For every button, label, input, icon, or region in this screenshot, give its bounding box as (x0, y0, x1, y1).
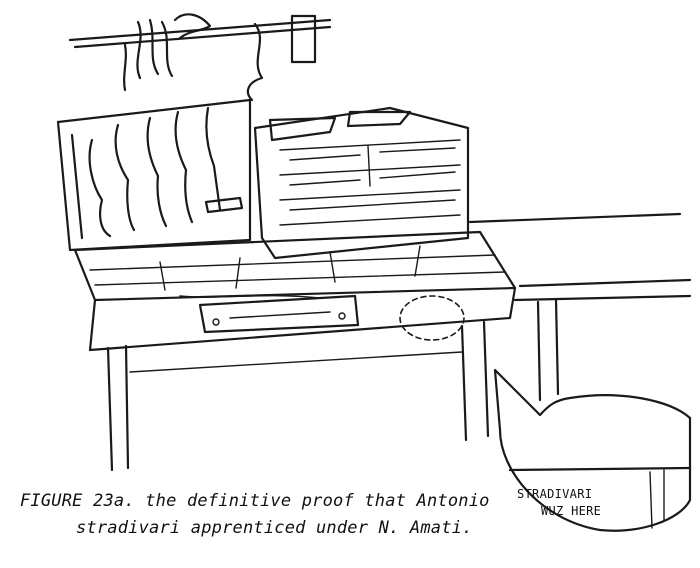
bubble-text: STRADIVARI WUZ HERE (517, 486, 647, 520)
side-table (468, 212, 692, 402)
caption-line-2: stradivari apprenticed under N. Amati. (76, 518, 473, 538)
drawer-cabinet (253, 106, 470, 260)
speech-bubble (493, 368, 692, 532)
figure-caption: FIGURE 23a. the definitive proof that An… (20, 488, 500, 542)
chisel-board (56, 98, 252, 252)
bubble-line-1: STRADIVARI (517, 487, 593, 501)
signature-highlight (399, 295, 465, 341)
bench-top (73, 230, 517, 352)
bench-legs (106, 320, 490, 472)
bubble-line-2: WUZ HERE (541, 504, 602, 518)
caption-line-1: FIGURE 23a. the definitive proof that An… (20, 491, 490, 511)
bench-vise (198, 294, 360, 334)
upper-tool-rack (68, 13, 332, 102)
